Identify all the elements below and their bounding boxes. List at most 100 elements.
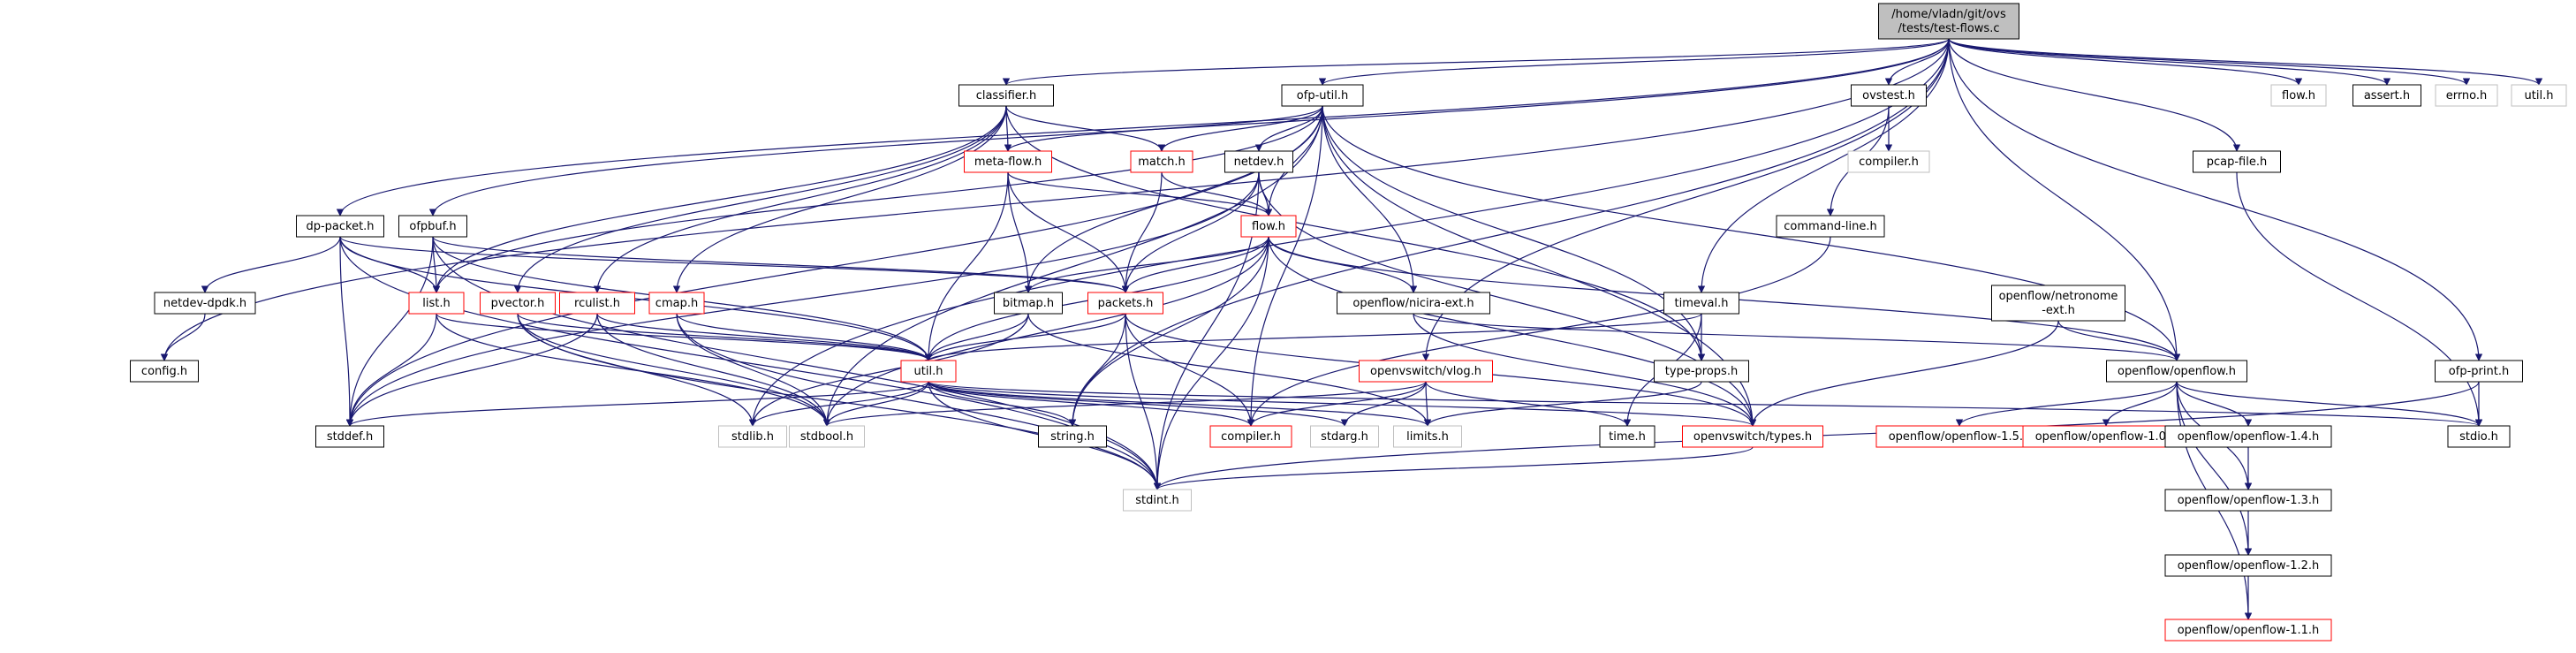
- node-ovstest[interactable]: ovstest.h: [1851, 84, 1927, 107]
- node-compilerg[interactable]: compiler.h: [1847, 150, 1930, 173]
- node-label: flow.h: [2282, 89, 2315, 103]
- node-utilh2[interactable]: util.h: [2511, 84, 2567, 107]
- edge-list-to-stdbool: [436, 313, 831, 427]
- node-label: string.h: [1050, 430, 1095, 444]
- node-flow[interactable]: flow.h: [1240, 215, 1297, 238]
- node-pcapfile[interactable]: pcap-file.h: [2193, 150, 2281, 173]
- node-label: openflow/openflow-1.0.h: [2035, 430, 2178, 444]
- node-flowh[interactable]: flow.h: [2270, 84, 2327, 107]
- node-box: [1359, 360, 1493, 383]
- node-bitmap[interactable]: bitmap.h: [994, 292, 1063, 315]
- node-label: openflow/openflow.h: [2118, 365, 2236, 378]
- node-packets[interactable]: packets.h: [1087, 292, 1163, 315]
- node-label: netdev.h: [1234, 156, 1284, 169]
- node-pvector[interactable]: pvector.h: [480, 292, 556, 315]
- node-box: [648, 292, 705, 315]
- edge-bitmap-to-util: [924, 313, 1029, 361]
- node-compiler[interactable]: compiler.h: [1209, 425, 1292, 448]
- node-of10[interactable]: openflow/openflow-1.0.h: [2022, 425, 2190, 448]
- node-rculist[interactable]: rculist.h: [559, 292, 635, 315]
- edge-flow-to-packets: [1121, 236, 1269, 293]
- node-stdint[interactable]: stdint.h: [1123, 489, 1192, 512]
- node-label: dp-packet.h: [306, 220, 374, 233]
- edge-vlog-to-stdbool: [823, 381, 1427, 427]
- node-label: util.h: [914, 365, 943, 378]
- node-box: [718, 425, 787, 448]
- edge-bitmap-to-stdlib: [748, 313, 1029, 427]
- edge-ovstypes-to-stdint: [1154, 446, 1754, 490]
- edge-match-to-flow: [1161, 171, 1273, 216]
- node-netdev[interactable]: netdev.h: [1224, 150, 1293, 173]
- node-ofpprint[interactable]: ofp-print.h: [2435, 360, 2523, 383]
- node-classifier[interactable]: classifier.h: [958, 84, 1054, 107]
- edge-dppacket-to-stdint: [339, 236, 1162, 490]
- edge-pvector-to-stdint: [517, 313, 1162, 490]
- edge-ofputil-to-match: [1157, 105, 1323, 152]
- node-openflow[interactable]: openflow/openflow.h: [2106, 360, 2247, 383]
- node-dppacket[interactable]: dp-packet.h: [296, 215, 384, 238]
- node-of12[interactable]: openflow/openflow-1.2.h: [2164, 554, 2332, 577]
- node-of14[interactable]: openflow/openflow-1.4.h: [2164, 425, 2332, 448]
- node-of15[interactable]: openflow/openflow-1.5.h: [1875, 425, 2043, 448]
- node-box: [2270, 84, 2327, 107]
- edge-classifier-to-match: [1005, 105, 1166, 152]
- node-metaflow[interactable]: meta-flow.h: [964, 150, 1052, 173]
- edge-cmap-to-stdint: [676, 313, 1162, 490]
- edge-flow-to-stdbool: [822, 236, 1269, 427]
- node-box: [130, 360, 199, 383]
- node-timeval[interactable]: timeval.h: [1663, 292, 1739, 315]
- node-label: limits.h: [1406, 430, 1449, 444]
- node-cmap[interactable]: cmap.h: [648, 292, 705, 315]
- node-errno[interactable]: errno.h: [2435, 84, 2498, 107]
- node-netronome[interactable]: openflow/netronome-ext.h: [1991, 285, 2125, 322]
- node-label: bitmap.h: [1003, 297, 1054, 310]
- node-stdarg[interactable]: stdarg.h: [1310, 425, 1379, 448]
- node-ofpbuf[interactable]: ofpbuf.h: [398, 215, 467, 238]
- node-util[interactable]: util.h: [900, 360, 957, 383]
- node-label: compiler.h: [1859, 156, 1919, 169]
- edge-root-to-ofpprint: [1948, 38, 2483, 361]
- node-ovstypes[interactable]: openvswitch/types.h: [1682, 425, 1823, 448]
- node-label: packets.h: [1098, 297, 1154, 310]
- node-stddef[interactable]: stddef.h: [315, 425, 384, 448]
- node-config[interactable]: config.h: [130, 360, 199, 383]
- node-box: [958, 84, 1054, 107]
- node-assert[interactable]: assert.h: [2352, 84, 2421, 107]
- node-ofputil[interactable]: ofp-util.h: [1281, 84, 1364, 107]
- node-box: [1209, 425, 1292, 448]
- node-stdlib[interactable]: stdlib.h: [718, 425, 787, 448]
- node-label: type-props.h: [1665, 365, 1738, 378]
- node-stdio[interactable]: stdio.h: [2447, 425, 2511, 448]
- node-label: stdio.h: [2459, 430, 2498, 444]
- node-of13[interactable]: openflow/openflow-1.3.h: [2164, 489, 2332, 512]
- edge-root-to-timeval: [1697, 38, 1950, 293]
- edge-root-to-openflow: [1948, 38, 2181, 361]
- node-timeh[interactable]: time.h: [1599, 425, 1655, 448]
- node-stringh[interactable]: string.h: [1038, 425, 1107, 448]
- node-list[interactable]: list.h: [408, 292, 465, 315]
- node-box: [1393, 425, 1462, 448]
- edge-classifier-to-cmap: [672, 105, 1007, 293]
- edge-vlog-to-stdarg: [1340, 381, 1427, 427]
- node-nicira[interactable]: openflow/nicira-ext.h: [1337, 292, 1490, 315]
- edge-root-to-flowh: [1948, 38, 2303, 86]
- edge-ofpbuf-to-stddef: [345, 236, 434, 427]
- node-box: [2193, 150, 2281, 173]
- node-netdevdpdk[interactable]: netdev-dpdk.h: [154, 292, 256, 315]
- node-of11[interactable]: openflow/openflow-1.1.h: [2164, 619, 2332, 642]
- edge-root-to-ovstest: [1884, 38, 1950, 86]
- node-typeprops[interactable]: type-props.h: [1654, 360, 1749, 383]
- node-stdbool[interactable]: stdbool.h: [789, 425, 865, 448]
- node-box: [2022, 425, 2190, 448]
- node-vlog[interactable]: openvswitch/vlog.h: [1359, 360, 1493, 383]
- node-limits[interactable]: limits.h: [1393, 425, 1462, 448]
- node-label: assert.h: [2364, 89, 2410, 103]
- node-root[interactable]: /home/vladn/git/ovs/tests/test-flows.c: [1878, 3, 2019, 40]
- node-cmdline[interactable]: command-line.h: [1776, 215, 1885, 238]
- node-box: [2164, 425, 2332, 448]
- node-match[interactable]: match.h: [1130, 150, 1193, 173]
- node-box: [2435, 360, 2523, 383]
- node-label: stdbool.h: [800, 430, 853, 444]
- node-label: util.h: [2525, 89, 2554, 103]
- node-label: openflow/openflow-1.3.h: [2178, 494, 2320, 507]
